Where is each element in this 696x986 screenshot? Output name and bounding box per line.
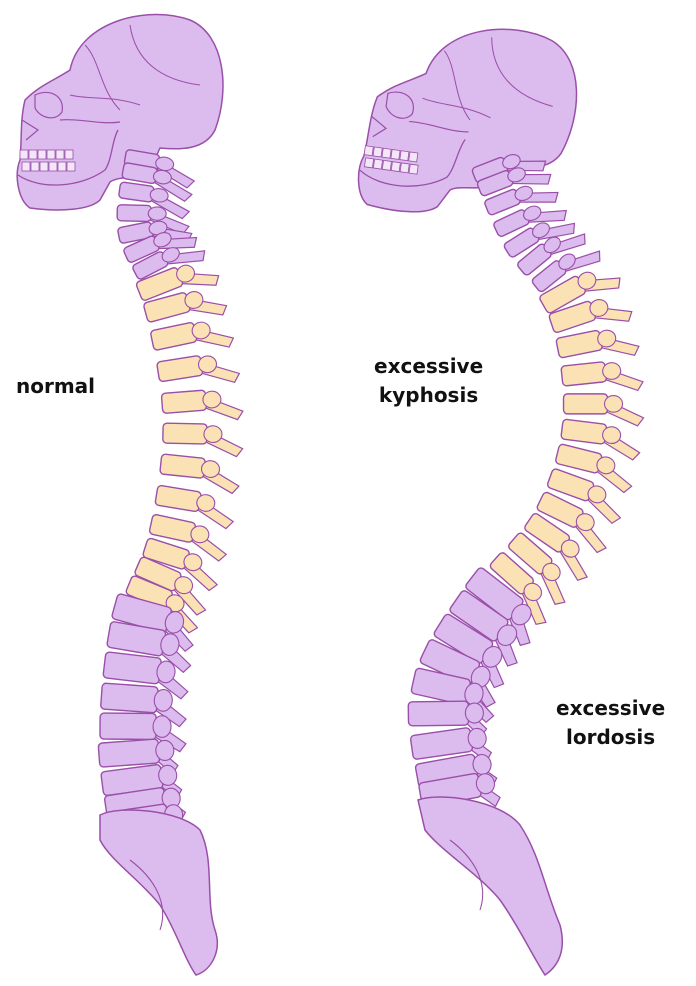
vertebral-body: [150, 322, 197, 351]
lower-tooth: [382, 160, 391, 170]
upper-tooth: [364, 146, 373, 156]
vertebra: [161, 387, 243, 425]
vertebral-body: [561, 362, 607, 386]
vertebra: [162, 423, 243, 457]
pedicle: [148, 207, 166, 221]
vertebral-body: [555, 444, 603, 474]
sacrum-coccyx: [418, 797, 562, 975]
upper-tooth: [65, 150, 73, 159]
normal-label: normal: [16, 372, 95, 401]
vertebra: [150, 315, 235, 363]
upper-tooth: [391, 149, 400, 159]
kyphosis-label-line2: kyphosis: [374, 381, 483, 410]
vertebral-body: [101, 683, 159, 713]
vertebral-body: [100, 713, 156, 739]
vertebral-body: [408, 701, 468, 726]
kyphosis-label-line1: excessive: [374, 352, 483, 381]
vertebral-body: [160, 454, 206, 478]
upper-tooth: [373, 147, 382, 157]
lower-tooth: [40, 162, 48, 171]
upper-tooth: [409, 152, 418, 162]
upper-tooth: [29, 150, 37, 159]
upper-tooth: [382, 148, 391, 158]
vertebral-body: [163, 423, 207, 444]
pedicle: [204, 426, 222, 443]
vertebral-body: [157, 355, 204, 382]
lower-tooth: [58, 162, 66, 171]
vertebral-body: [98, 739, 160, 767]
upper-tooth: [20, 150, 28, 159]
vertebral-body: [118, 182, 154, 203]
pedicle: [605, 396, 623, 413]
vertebra: [157, 350, 241, 394]
pedicle: [465, 703, 483, 723]
lower-tooth: [373, 159, 382, 169]
lower-tooth: [49, 162, 57, 171]
lower-tooth: [409, 164, 418, 174]
vertebra: [561, 358, 644, 398]
vertebral-body: [561, 419, 607, 444]
kyphosis-label: excessive kyphosis: [374, 352, 483, 410]
upper-tooth: [56, 150, 64, 159]
lordosis-label-line1: excessive: [556, 694, 665, 723]
vertebral-body: [149, 514, 196, 543]
lordosis-label: excessive lordosis: [556, 694, 665, 752]
upper-tooth: [47, 150, 55, 159]
lower-tooth: [364, 158, 373, 168]
lower-tooth: [22, 162, 30, 171]
vertebral-body: [410, 727, 473, 759]
lower-tooth: [391, 162, 400, 172]
pedicle: [153, 716, 171, 738]
lower-tooth: [400, 163, 409, 173]
normal-spine-figure: [17, 14, 243, 975]
sacrum-coccyx: [100, 810, 217, 975]
kyphosis-lordosis-spine-figure: [354, 11, 643, 975]
normal-label-text: normal: [16, 372, 95, 401]
vertebral-body: [564, 394, 608, 414]
lower-tooth: [31, 162, 39, 171]
upper-tooth: [400, 151, 409, 161]
vertebral-body: [103, 652, 162, 684]
upper-tooth: [38, 150, 46, 159]
lower-tooth: [67, 162, 75, 171]
vertebral-body: [556, 330, 603, 358]
vertebral-body: [155, 485, 202, 512]
vertebral-body: [161, 390, 206, 413]
vertebral-body: [117, 205, 151, 222]
lordosis-label-line2: lordosis: [556, 723, 665, 752]
